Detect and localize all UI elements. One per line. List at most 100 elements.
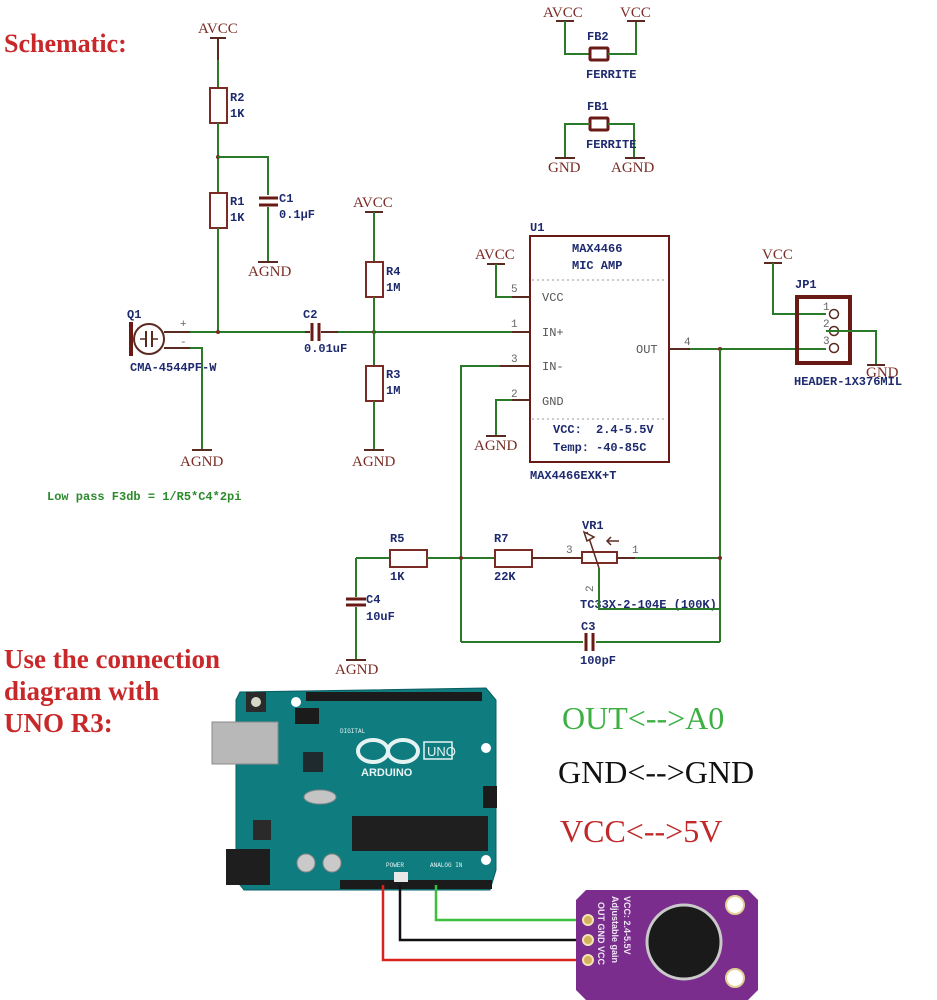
svg-text:10uF: 10uF [366,610,395,624]
svg-text:IN+: IN+ [542,326,564,340]
svg-text:VCC: VCC [762,247,793,263]
svg-text:C4: C4 [366,593,380,607]
svg-text:R3: R3 [386,368,400,382]
microphone-q1: Q1 + - CMA-4544PF-W [127,308,217,375]
svg-text:1: 1 [823,302,830,314]
svg-text:HEADER-1X376MIL: HEADER-1X376MIL [794,375,902,389]
digital-header-label: DIGITAL [340,728,366,735]
svg-text:-40-85C: -40-85C [596,441,646,455]
wire-gnd-gnd [398,885,583,942]
agnd-symbol-u1: AGND [474,435,517,454]
svg-text:Temp:: Temp: [553,441,589,455]
header-jp1: VCC JP1 1 2 3 GND HEADER-1X376MIL [762,247,902,389]
svg-text:IN-: IN- [542,360,564,374]
svg-text:22K: 22K [494,570,516,584]
resistor-r5: R5 1K [389,532,428,584]
capacitor-c1: C1 0.1µF [259,192,315,222]
svg-text:CMA-4544PF-W: CMA-4544PF-W [130,361,217,375]
svg-text:2: 2 [511,389,518,401]
svg-text:FERRITE: FERRITE [586,138,636,152]
svg-text:100pF: 100pF [580,654,616,668]
schematic-heading: Schematic: [4,29,127,58]
agnd-symbol-c1: AGND [248,261,291,280]
svg-text:0.01uF: 0.01uF [304,342,347,356]
svg-text:2: 2 [585,585,597,592]
capacitor-c4: C4 10uF [346,593,395,624]
analog-header-label: ANALOG IN [430,862,463,869]
svg-text:VCC: VCC [620,5,651,21]
svg-text:R4: R4 [386,265,400,279]
svg-text:FB2: FB2 [587,30,609,44]
svg-text:-: - [180,337,187,349]
svg-text:AVCC: AVCC [353,195,393,211]
connection-gnd-gnd: GND<-->GND [558,754,754,790]
svg-text:Q1: Q1 [127,308,141,322]
svg-text:VCC:: VCC: [553,423,582,437]
agnd-symbol-r3: AGND [352,449,395,470]
module-spec-line1: VCC: 2.4-5.5V [622,896,632,955]
wire-vcc-5v [381,885,583,962]
microphone-capsule-icon [645,903,723,981]
svg-text:1: 1 [511,319,518,331]
svg-text:R7: R7 [494,532,508,546]
svg-text:FERRITE: FERRITE [586,68,636,82]
svg-text:AGND: AGND [180,454,223,470]
svg-text:FB1: FB1 [587,100,609,114]
connection-heading-line2: diagram with [4,676,159,706]
svg-text:AVCC: AVCC [543,5,583,21]
svg-text:MAX4466: MAX4466 [572,242,622,256]
svg-text:AGND: AGND [248,264,291,280]
svg-text:GND: GND [866,365,899,381]
connection-vcc-5v: VCC<-->5V [560,813,722,849]
connection-heading-line3: UNO R3: [4,708,113,738]
ic-u1-max4466: U1 MAX4466 MIC AMP VCC IN+ IN- GND OUT V… [511,221,691,483]
power-header-label: POWER [386,862,404,869]
avcc-symbol-u1: AVCC [475,247,515,298]
connection-heading-line1: Use the connection [4,644,220,674]
svg-text:1K: 1K [230,107,245,121]
svg-text:1: 1 [632,545,639,557]
resistor-r1: R1 1K [209,192,245,229]
svg-text:R5: R5 [390,532,404,546]
arduino-uno-board: DIGITAL UNO ARDUINO POWER ANALOG IN [211,687,497,891]
resistor-r3: R3 1M [365,365,400,402]
ferrite-bead-fb1: GND AGND FB1 FERRITE [548,100,654,176]
potentiometer-vr1: VR1 3 1 2 TC33X-2-104E (100K) [566,519,717,612]
svg-text:R2: R2 [230,91,244,105]
arduino-brand-label: ARDUINO [361,767,413,779]
svg-text:GND: GND [548,160,581,176]
svg-text:AGND: AGND [611,160,654,176]
svg-text:VR1: VR1 [582,519,604,533]
low-pass-note: Low pass F3db = 1/R5*C4*2pi [47,490,241,504]
svg-text:U1: U1 [530,221,544,235]
svg-text:VCC: VCC [542,291,564,305]
svg-text:C1: C1 [279,192,293,206]
svg-text:1M: 1M [386,384,400,398]
wire-out-a0 [434,885,583,922]
capacitor-c3: C3 100pF [580,620,616,668]
svg-text:5: 5 [511,284,518,296]
resistor-r4: R4 1M [365,261,400,298]
svg-text:2.4-5.5V: 2.4-5.5V [596,423,654,437]
capacitor-c2: C2 0.01uF [303,308,347,356]
svg-text:OUT: OUT [636,343,658,357]
uno-label: UNO [427,744,456,759]
svg-text:1K: 1K [230,211,245,225]
svg-text:1K: 1K [390,570,405,584]
module-spec-line2: Adjustable gain [610,896,620,963]
svg-text:AGND: AGND [352,454,395,470]
svg-text:2: 2 [823,319,830,331]
svg-text:3: 3 [511,354,518,366]
resistor-r2: R2 1K [209,87,245,124]
svg-text:JP1: JP1 [795,278,817,292]
svg-text:C2: C2 [303,308,317,322]
svg-text:AVCC: AVCC [198,21,238,37]
max4466-mic-module: OUT GND VCC VCC: 2.4-5.5V Adjustable gai… [576,890,758,1000]
svg-text:1M: 1M [386,281,400,295]
ferrite-bead-fb2: AVCC VCC FB2 FERRITE [543,5,651,82]
avcc-symbol-top: AVCC [198,21,238,60]
agnd-symbol-c4: AGND [335,659,378,678]
svg-text:MAX4466EXK+T: MAX4466EXK+T [530,469,616,483]
svg-text:AVCC: AVCC [475,247,515,263]
